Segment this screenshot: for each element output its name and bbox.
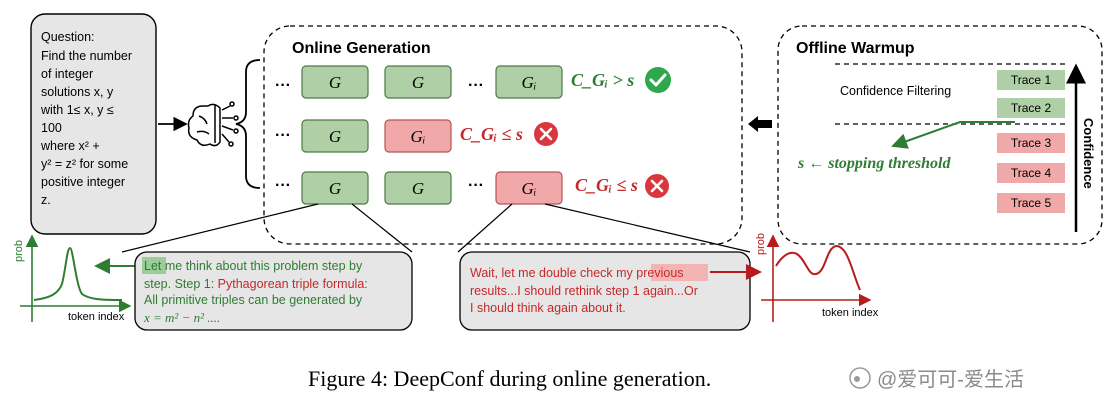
row2-ellipsis: ···	[275, 127, 291, 144]
svg-text:Wait, let me double check my p: Wait, let me double check my previous	[470, 266, 684, 280]
row1-ellipsis-2: ···	[468, 77, 484, 94]
brain-icon	[187, 101, 239, 147]
row3-token-g2	[384, 171, 452, 205]
trace-2	[997, 98, 1065, 118]
svg-text:step. Step 1: Pythagorean trip: step. Step 1: Pythagorean triple formula…	[144, 277, 368, 291]
question-box: Question: Find the number of integer sol…	[30, 13, 157, 235]
row3-condition: C_Gᵢ ≤ s	[575, 175, 638, 195]
row1-token-g2-label: G	[412, 73, 424, 92]
svg-text:x = m² − n² ....: x = m² − n² ....	[143, 310, 220, 325]
threshold-arrow	[891, 121, 1015, 149]
trace-3	[997, 133, 1065, 153]
left-plot-curve	[33, 246, 123, 301]
row3-ellipsis: ···	[275, 177, 291, 194]
row1-token-g1-label: G	[329, 73, 341, 92]
trace-5-label: Trace 5	[1011, 196, 1052, 210]
confidence-filtering-label: Confidence Filtering	[840, 84, 951, 98]
row1-token-gi-label: Gᵢ	[522, 73, 537, 92]
row1-token-g1	[301, 65, 369, 99]
stopping-threshold-label: s ← stopping threshold	[797, 155, 951, 172]
trace-4-label: Trace 4	[1011, 166, 1052, 180]
row2-token-gi	[384, 119, 452, 153]
row3-token-gi-label: Gᵢ	[522, 179, 537, 198]
row1-token-gi	[495, 65, 563, 99]
right-plot-curve	[775, 244, 861, 291]
row2-token-g1-label: G	[329, 127, 341, 146]
low-confidence-trace-excerpt: Wait, let me double check my previous re…	[459, 251, 751, 331]
left-plot-xlabel: token index	[68, 311, 125, 323]
row3-token-g1	[301, 171, 369, 205]
warmup-to-online-arrow	[748, 116, 772, 132]
row3-token-g1-label: G	[329, 179, 341, 198]
svg-text:results...I should rethink ste: results...I should rethink step 1 again.…	[470, 284, 698, 298]
online-generation-title: Online Generation	[292, 40, 431, 57]
trace-3-label: Trace 3	[1011, 136, 1052, 150]
trace-5	[997, 193, 1065, 213]
row3-token-g2-label: G	[412, 179, 424, 198]
zoom-line-left-b	[351, 203, 413, 253]
zoom-line-left-a	[121, 203, 319, 253]
online-generation-panel: Online Generation ··· G G ··· Gᵢ C_Gᵢ > …	[263, 25, 743, 245]
offline-warmup-panel: Offline Warmup Confidence Filtering Trac…	[777, 25, 1103, 245]
row3-token-gi	[495, 171, 563, 205]
trace-1-label: Trace 1	[1011, 73, 1052, 87]
row1-ellipsis: ···	[275, 77, 291, 94]
zoom-line-right-b	[544, 203, 751, 253]
figure-caption: Figure 4: DeepConf during online generat…	[308, 366, 711, 391]
trace-4	[997, 163, 1065, 183]
row2-token-g1	[301, 119, 369, 153]
confidence-axis-label: Confidence	[1081, 118, 1096, 189]
check-icon	[645, 67, 671, 93]
left-plot-ylabel: prob	[13, 240, 25, 262]
cross-icon	[534, 122, 558, 146]
trace-2-label: Trace 2	[1011, 101, 1052, 115]
svg-text:Let me think about this proble: Let me think about this problem step by	[144, 259, 363, 273]
left-confidence-plot: prob token index	[13, 234, 132, 323]
svg-text:All primitive triples can be g: All primitive triples can be generated b…	[144, 293, 363, 307]
trace-1	[997, 70, 1065, 90]
row1-condition: C_Gᵢ > s	[571, 70, 634, 90]
row2-condition: C_Gᵢ ≤ s	[460, 124, 523, 144]
cross-icon	[645, 174, 669, 198]
watermark: @爱可可-爱生活	[849, 367, 1024, 391]
row2-token-gi-label: Gᵢ	[411, 127, 426, 146]
confident-trace-excerpt: Let me think about this problem step by …	[134, 251, 413, 331]
watermark-text: @爱可可-爱生活	[877, 368, 1024, 391]
right-plot-xlabel: token index	[822, 307, 879, 319]
fanout-bracket	[235, 59, 261, 189]
right-plot-ylabel: prob	[755, 233, 767, 255]
row1-token-g2	[384, 65, 452, 99]
svg-text:I should think again about it.: I should think again about it.	[470, 301, 626, 315]
row3-ellipsis-2: ···	[468, 177, 484, 194]
right-confidence-plot: prob token index	[755, 233, 879, 322]
offline-warmup-title: Offline Warmup	[796, 40, 915, 57]
zoom-line-right-a	[457, 203, 513, 253]
question-text: Question: Find the number of integer sol…	[40, 30, 136, 207]
